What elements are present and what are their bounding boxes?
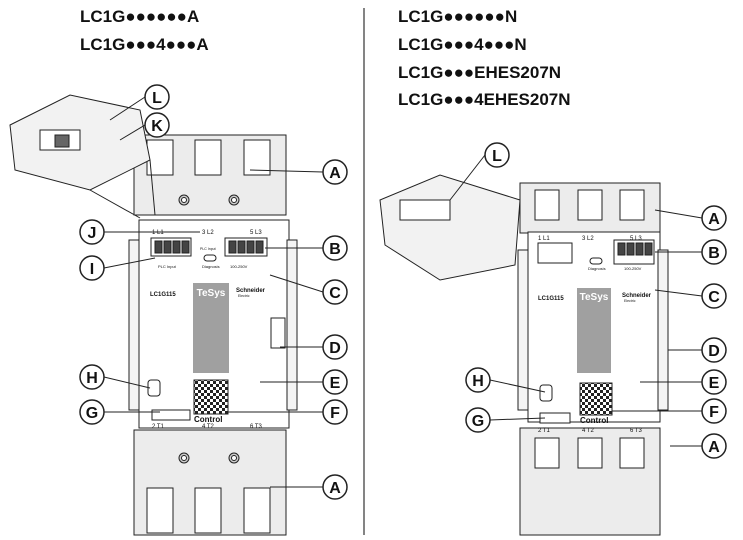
top-terminal-label: 5 L3 bbox=[630, 236, 642, 242]
right-zoom-inset bbox=[379, 174, 521, 281]
plc-input-label: PLC Input bbox=[158, 264, 177, 269]
left-callout-j: J bbox=[88, 225, 97, 242]
left-callout-circle-a bbox=[322, 474, 348, 500]
control-label: Control bbox=[194, 415, 222, 424]
left-tesys-panel bbox=[193, 283, 229, 373]
left-callout-circle-j bbox=[79, 219, 105, 245]
right-callout-l: L bbox=[492, 148, 502, 165]
bottom-terminal-label: 2 T1 bbox=[538, 428, 551, 434]
voltage-label: 100-250V bbox=[230, 264, 248, 269]
left-callout-i: I bbox=[90, 261, 94, 278]
left-callout-k: K bbox=[151, 118, 163, 135]
top-terminal-label: 3 L2 bbox=[582, 236, 594, 242]
voltage-label: 100-250V bbox=[624, 266, 642, 271]
right-callout-b: B bbox=[708, 245, 720, 262]
right-callout-leader-l bbox=[449, 154, 486, 201]
device-maker-sub-label: Electric bbox=[238, 294, 250, 298]
left-callout-circle-d bbox=[322, 334, 348, 360]
right-model-code: LC1G●●●●●●N bbox=[398, 7, 517, 26]
left-callout-circle-g bbox=[79, 399, 105, 425]
top-terminal-label: 1 L1 bbox=[538, 236, 550, 242]
device-brand-label: TeSys bbox=[197, 288, 226, 299]
control-label: Control bbox=[580, 416, 608, 425]
right-callout-leader-h bbox=[489, 379, 546, 393]
device-model-label: LC1G115 bbox=[538, 296, 564, 302]
right-callout-a: A bbox=[708, 211, 720, 228]
right-callout-g: G bbox=[472, 413, 484, 430]
top-terminal-label: 1 L1 bbox=[152, 230, 164, 236]
right-callout-e: E bbox=[709, 375, 720, 392]
right-callout-d: D bbox=[708, 343, 720, 360]
right-callout-leader-c bbox=[654, 289, 703, 297]
right-callout-circle-a bbox=[701, 433, 727, 459]
right-callout-circle-a bbox=[701, 205, 727, 231]
right-callout-h: H bbox=[472, 373, 484, 390]
right-callout-circle-c bbox=[701, 283, 727, 309]
left-callout-leader-c bbox=[269, 274, 324, 293]
left-callout-circle-b bbox=[322, 235, 348, 261]
left-callout-leader-a bbox=[249, 169, 324, 173]
left-callout-leader-i bbox=[103, 257, 156, 269]
top-terminal-label: 5 L3 bbox=[250, 230, 262, 236]
right-callout-leader-a bbox=[654, 209, 703, 219]
left-callout-c: C bbox=[329, 285, 341, 302]
device-maker-label: Schneider bbox=[622, 293, 652, 299]
plc-input-small-label: PLC Input bbox=[200, 247, 216, 251]
left-model-code: LC1G●●●4●●●A bbox=[80, 35, 209, 54]
bottom-terminal-label: 2 T1 bbox=[152, 424, 165, 430]
left-device bbox=[9, 94, 298, 536]
right-callout-circle-b bbox=[701, 239, 727, 265]
right-callout-a: A bbox=[708, 439, 720, 456]
left-callout-leader-k bbox=[119, 124, 146, 141]
right-model-code: LC1G●●●EHES207N bbox=[398, 63, 561, 82]
left-callout-a: A bbox=[329, 165, 341, 182]
left-callout-circle-l bbox=[144, 84, 170, 110]
bottom-terminal-label: 6 T3 bbox=[250, 424, 263, 430]
device-brand-label: TeSys bbox=[580, 292, 609, 303]
right-callout-circle-h bbox=[465, 367, 491, 393]
device-maker-sub-label: Electric bbox=[624, 299, 636, 303]
right-device bbox=[379, 174, 669, 536]
right-callout-leader-g bbox=[489, 417, 546, 421]
bottom-terminal-label: 4 T2 bbox=[582, 428, 595, 434]
left-callout-b: B bbox=[329, 241, 341, 258]
right-model-code: LC1G●●●4EHES207N bbox=[398, 90, 571, 109]
diagnosis-label: Diagnosis bbox=[588, 266, 606, 271]
right-callout-circle-d bbox=[701, 337, 727, 363]
left-qr-code bbox=[193, 379, 229, 415]
right-callout-circle-e bbox=[701, 369, 727, 395]
left-callout-circle-i bbox=[79, 255, 105, 281]
left-callout-circle-f bbox=[322, 399, 348, 425]
right-callout-circle-f bbox=[701, 398, 727, 424]
bottom-terminal-label: 6 T3 bbox=[630, 428, 643, 434]
left-callout-g: G bbox=[86, 405, 98, 422]
left-callout-leader-h bbox=[103, 376, 151, 389]
left-callout-circle-c bbox=[322, 279, 348, 305]
left-callout-circle-e bbox=[322, 369, 348, 395]
left-callout-f: F bbox=[330, 405, 340, 422]
left-model-code: LC1G●●●●●●A bbox=[80, 7, 199, 26]
diagnosis-label: Diagnosis bbox=[202, 264, 220, 269]
right-tesys-panel bbox=[577, 288, 611, 373]
left-callout-l: L bbox=[152, 90, 162, 107]
right-model-code: LC1G●●●4●●●N bbox=[398, 35, 527, 54]
left-callout-a: A bbox=[329, 480, 341, 497]
left-callout-d: D bbox=[329, 340, 341, 357]
bottom-terminal-label: 4 T2 bbox=[202, 424, 215, 430]
device-maker-label: Schneider bbox=[236, 288, 266, 294]
right-callout-c: C bbox=[708, 289, 720, 306]
left-callout-circle-h bbox=[79, 364, 105, 390]
left-callout-e: E bbox=[330, 375, 341, 392]
right-callout-f: F bbox=[709, 404, 719, 421]
left-callout-leader-l bbox=[109, 96, 146, 121]
left-callout-circle-k bbox=[144, 112, 170, 138]
right-callout-circle-g bbox=[465, 407, 491, 433]
right-callout-circle-l bbox=[484, 142, 510, 168]
left-callout-h: H bbox=[86, 370, 98, 387]
right-qr-code bbox=[579, 382, 613, 416]
device-model-label: LC1G115 bbox=[150, 292, 176, 298]
left-callout-circle-a bbox=[322, 159, 348, 185]
top-terminal-label: 3 L2 bbox=[202, 230, 214, 236]
